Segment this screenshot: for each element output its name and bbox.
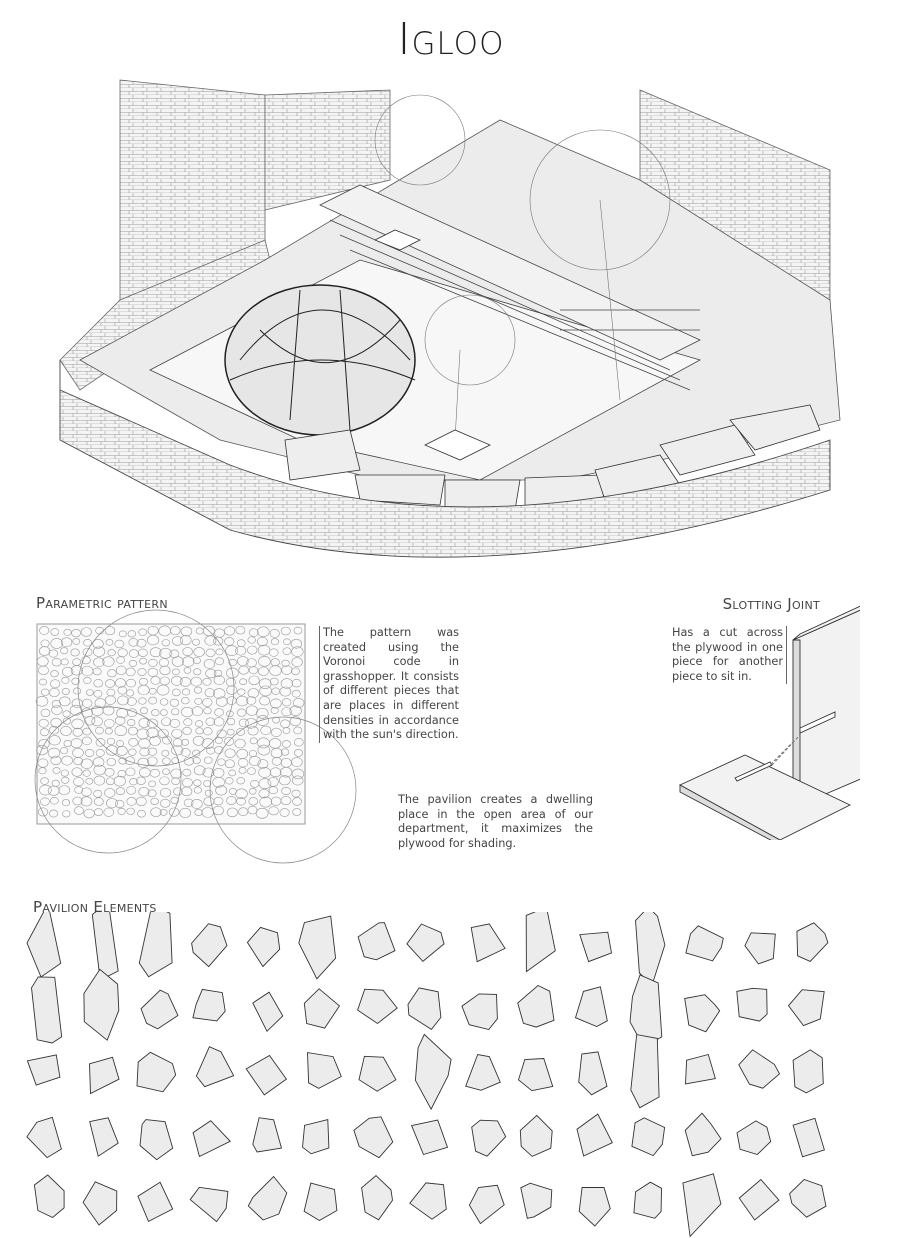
plywood-piece xyxy=(406,923,445,963)
slotting-joint-heading: Slotting Joint xyxy=(722,595,820,613)
plywood-piece xyxy=(414,1033,452,1111)
plywood-piece xyxy=(685,1053,716,1085)
plywood-piece xyxy=(252,991,284,1033)
plywood-piece xyxy=(302,1119,330,1155)
curved-front-wall xyxy=(59,360,831,558)
plywood-piece xyxy=(246,926,281,968)
plywood-piece xyxy=(520,1182,553,1219)
plywood-piece xyxy=(682,1173,722,1238)
plywood-piece xyxy=(684,1112,722,1157)
voronoi-cells xyxy=(35,625,305,819)
plywood-piece xyxy=(26,1116,62,1159)
plywood-piece xyxy=(792,1049,824,1094)
plywood-piece xyxy=(247,1175,288,1221)
plywood-piece xyxy=(358,1055,397,1092)
plywood-piece xyxy=(517,984,555,1028)
pavilion-elements-grid xyxy=(26,912,829,1238)
plywood-piece xyxy=(630,1034,660,1109)
plywood-piece xyxy=(574,986,608,1027)
plywood-piece xyxy=(298,915,337,980)
slotting-joint-description: Has a cut across the plywood in one piec… xyxy=(672,626,787,685)
plywood-piece xyxy=(307,1052,342,1089)
plywood-piece xyxy=(138,912,173,978)
plywood-piece xyxy=(685,925,724,962)
pavilion-description: The pavilion creates a dwelling place in… xyxy=(398,793,593,850)
plywood-piece xyxy=(792,1117,825,1158)
axonometric-site-drawing xyxy=(59,79,841,558)
plywood-piece xyxy=(517,1058,554,1092)
slotting-joint-diagram xyxy=(679,605,860,840)
plywood-piece xyxy=(303,1182,338,1222)
plywood-piece xyxy=(353,1116,394,1159)
plywood-piece xyxy=(744,932,776,965)
plywood-piece xyxy=(736,1120,772,1156)
plywood-piece xyxy=(137,1181,174,1223)
plywood-piece xyxy=(631,1117,666,1157)
plywood-piece xyxy=(579,931,613,963)
plywood-piece xyxy=(89,1056,120,1095)
pattern-frame xyxy=(36,623,306,825)
plywood-piece xyxy=(409,1182,447,1220)
plywood-piece xyxy=(91,912,119,981)
planters xyxy=(374,229,491,461)
page-title: Igloo xyxy=(397,14,505,65)
plywood-piece xyxy=(140,989,179,1030)
plywood-piece xyxy=(738,1178,780,1221)
plywood-piece xyxy=(471,1119,507,1157)
plywood-piece xyxy=(26,912,62,978)
plywood-piece xyxy=(82,1181,118,1226)
plywood-piece xyxy=(633,1181,662,1219)
plywood-piece xyxy=(738,1049,781,1089)
plywood-piece xyxy=(189,1186,229,1223)
plywood-piece xyxy=(361,1174,393,1221)
sun-density-circle xyxy=(34,706,182,854)
plywood-piece xyxy=(195,1046,235,1088)
plywood-piece xyxy=(576,1113,613,1157)
plywood-piece xyxy=(136,1051,177,1093)
pavilion-elements-heading: Pavilion Elements xyxy=(33,898,157,916)
plywood-piece xyxy=(83,968,120,1041)
plywood-piece xyxy=(410,1119,449,1156)
plywood-piece xyxy=(789,1178,827,1218)
plywood-piece xyxy=(470,923,506,963)
plywood-piece xyxy=(796,922,829,962)
plywood-piece xyxy=(192,1120,231,1158)
plywood-piece xyxy=(519,1114,553,1157)
plywood-piece xyxy=(33,1174,65,1219)
plywood-piece xyxy=(635,912,666,987)
plywood-piece xyxy=(407,987,442,1030)
plywood-piece xyxy=(578,1051,608,1096)
sun-density-circle xyxy=(77,609,235,767)
plywood-piece xyxy=(252,1117,283,1153)
plywood-piece xyxy=(357,988,398,1025)
plywood-piece xyxy=(461,993,498,1031)
plywood-piece xyxy=(468,1184,505,1225)
plywood-piece xyxy=(465,1053,501,1091)
plywood-piece xyxy=(787,989,825,1027)
parametric-description: The pattern was created using the Vorono… xyxy=(319,626,459,743)
plywood-piece xyxy=(357,922,396,961)
trees xyxy=(374,94,671,441)
voronoi-pattern-diagram xyxy=(34,609,357,864)
plywood-piece xyxy=(684,994,721,1033)
steps xyxy=(319,184,701,391)
plywood-piece xyxy=(303,988,341,1029)
plywood-piece xyxy=(245,1054,288,1096)
plywood-piece xyxy=(26,1054,61,1086)
plywood-piece xyxy=(139,1119,174,1161)
parametric-pattern-heading: Parametric pattern xyxy=(36,594,168,612)
plywood-piece xyxy=(525,912,556,973)
plywood-piece xyxy=(89,1117,119,1157)
plywood-piece xyxy=(192,988,226,1022)
plywood-piece xyxy=(31,976,63,1044)
plywood-piece xyxy=(578,1187,611,1227)
plywood-piece xyxy=(736,987,768,1022)
plywood-piece xyxy=(191,923,228,968)
sun-density-circle xyxy=(209,716,357,864)
